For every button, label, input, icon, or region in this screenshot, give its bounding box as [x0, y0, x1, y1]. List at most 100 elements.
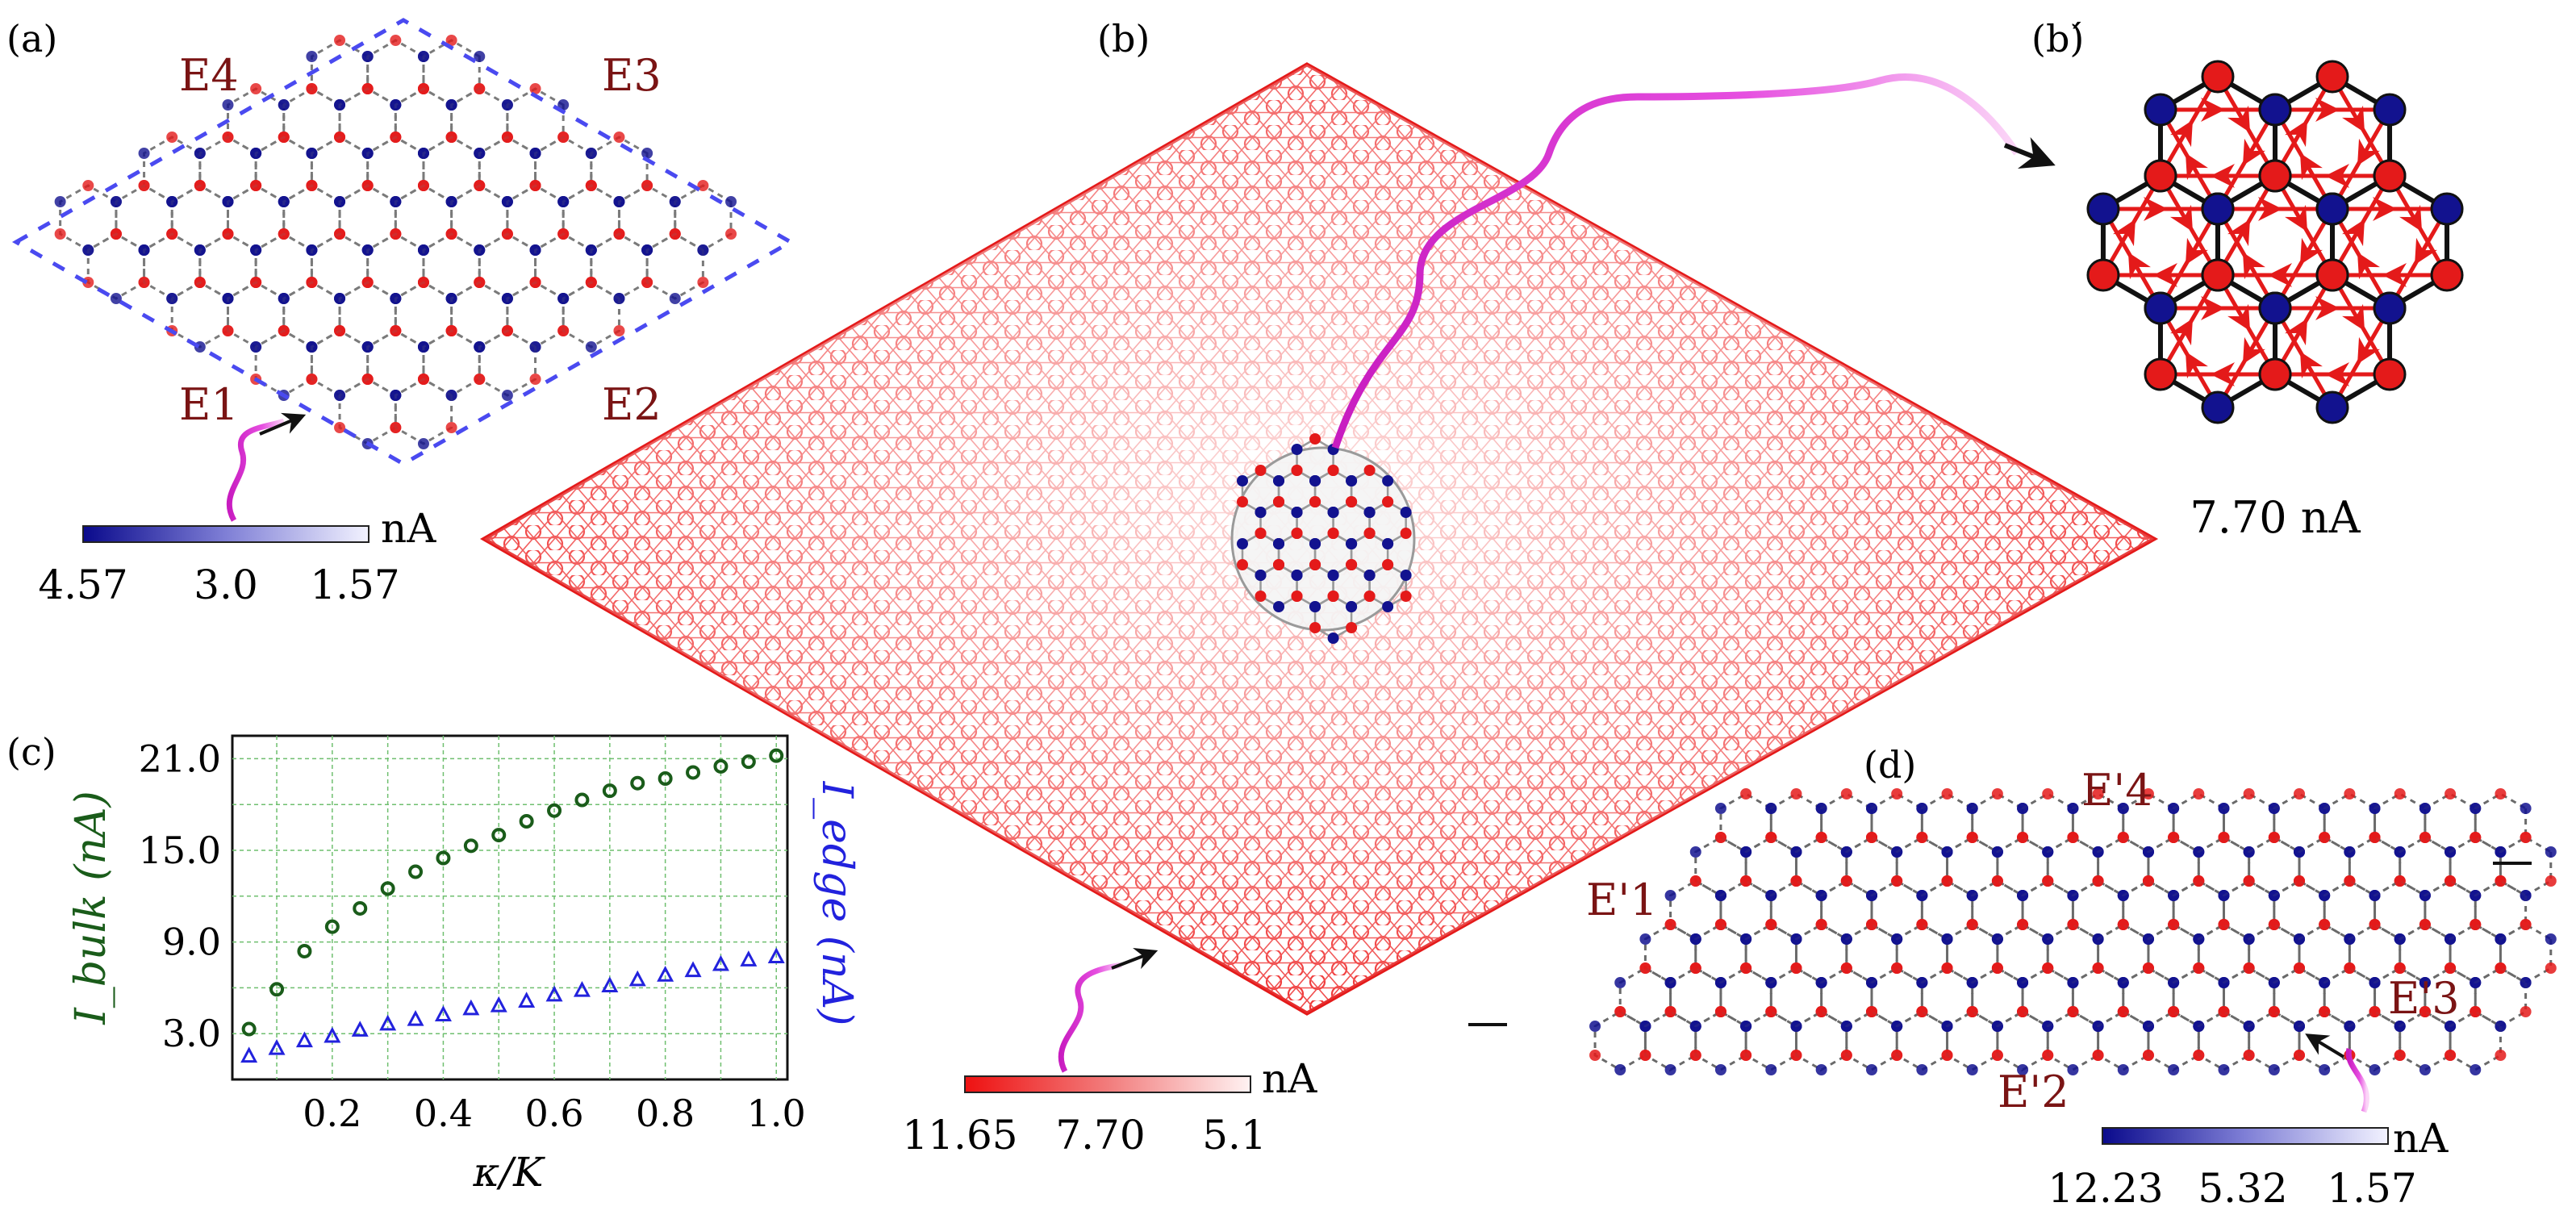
chart-frame	[231, 734, 789, 1081]
lattice-site	[361, 244, 374, 256]
probe-wire-d	[2345, 1048, 2369, 1113]
lattice-site	[361, 148, 374, 159]
lattice-site	[1237, 496, 1248, 507]
lattice-site	[2218, 1064, 2230, 1075]
lattice-site	[1866, 919, 1878, 930]
lattice-site	[2394, 933, 2406, 945]
colorbar-a-unit: nA	[381, 505, 436, 552]
lattice-hexagon	[1744, 836, 1797, 897]
lattice-site	[1941, 1050, 1953, 1061]
lattice-site	[2545, 846, 2557, 858]
lattice-site	[1790, 1021, 1802, 1032]
lattice-site	[2344, 846, 2356, 858]
lattice-site	[390, 228, 402, 240]
lattice-site	[2319, 803, 2331, 814]
lattice-site	[2067, 832, 2079, 843]
zoom-site	[2144, 291, 2177, 325]
lattice-site	[1740, 1050, 1752, 1061]
lattice-site	[1346, 559, 1358, 570]
lattice-site	[2419, 919, 2431, 930]
lattice-site	[2419, 803, 2431, 814]
lattice-site	[1916, 977, 1928, 988]
lattice-site	[2193, 788, 2205, 800]
lattice-site	[278, 228, 290, 240]
lattice-hexagon	[2122, 879, 2175, 941]
lattice-site	[2294, 875, 2306, 887]
lattice-site	[474, 244, 486, 256]
lattice-hexagon	[2097, 1010, 2150, 1071]
lattice-hexagon	[2474, 792, 2528, 854]
lattice-site	[1614, 1064, 1626, 1075]
lattice-site	[2419, 832, 2431, 843]
lattice-site	[1815, 832, 1827, 843]
panel-c-label: (c)	[6, 730, 56, 774]
lattice-site	[2470, 832, 2482, 843]
panel-b-prime: (b)́ 7.70 nA	[2031, 17, 2464, 543]
panel-d: (d) E'4 E'1 E'3 E'2 nA 12.23 5.32 1.57	[1468, 743, 2557, 1212]
lattice-hexagon	[394, 378, 453, 445]
lattice-site	[557, 196, 570, 207]
lattice-site	[1815, 1064, 1827, 1075]
lattice-hexagon	[2147, 923, 2200, 984]
lattice-site	[54, 228, 66, 240]
lattice-hexagon	[366, 232, 425, 300]
data-point-edge	[684, 961, 702, 978]
lattice-site	[2394, 875, 2406, 887]
lattice-site	[1309, 475, 1321, 486]
lattice-site	[1714, 977, 1726, 988]
lattice-site	[2444, 1050, 2457, 1061]
lattice-site	[1790, 788, 1802, 800]
lattice-site	[361, 180, 374, 191]
lattice-site	[2344, 788, 2356, 800]
lattice-site	[1291, 507, 1303, 518]
lattice-site	[2017, 977, 2029, 988]
lattice-hexagon	[450, 184, 509, 252]
lattice-site	[417, 277, 429, 288]
lattice-hexagon	[617, 184, 677, 252]
lattice-site	[1309, 559, 1321, 570]
lattice-site	[1714, 890, 1726, 901]
lattice-site	[1966, 803, 1978, 814]
lattice-site	[445, 390, 457, 401]
lattice-site	[2193, 875, 2205, 887]
lattice-site	[2470, 1006, 2482, 1017]
lattice-hexagon	[226, 281, 286, 349]
lattice-site	[1382, 496, 1394, 507]
lattice-site	[1237, 475, 1248, 486]
lattice-site	[2243, 1021, 2255, 1032]
lattice-site	[585, 277, 597, 288]
lattice-site	[2319, 832, 2331, 843]
lattice-hexagon	[2021, 792, 2074, 854]
lattice-site	[1273, 475, 1285, 486]
lattice-site	[2243, 788, 2255, 800]
lattice-hexagon	[1744, 923, 1797, 984]
lattice-site	[2344, 875, 2356, 887]
lattice-site	[2117, 977, 2129, 988]
lattice-site	[1891, 788, 1903, 800]
x-tick-label: 0.8	[636, 1092, 695, 1135]
lattice-site	[2294, 846, 2306, 858]
lattice-site	[361, 51, 374, 62]
lattice-site	[1966, 1064, 1978, 1075]
lattice-site	[1237, 559, 1248, 570]
lattice-site	[1840, 788, 1852, 800]
lattice-site	[585, 180, 597, 191]
lattice-site	[1689, 962, 1701, 974]
lattice-site	[1291, 570, 1303, 581]
lattice-site	[2017, 803, 2029, 814]
lattice-site	[2117, 919, 2129, 930]
lattice-site	[613, 196, 625, 207]
data-point-bulk	[436, 850, 451, 866]
lattice-site	[278, 325, 290, 336]
lattice-site	[2444, 788, 2457, 800]
lattice-hexagon	[338, 281, 397, 349]
lattice-site	[2042, 933, 2054, 945]
lattice-site	[1327, 633, 1339, 644]
lattice-site	[2168, 1064, 2180, 1075]
lattice-site	[1866, 803, 1878, 814]
data-point-edge	[740, 950, 758, 967]
lattice-site	[557, 325, 570, 336]
lattice-site	[474, 180, 486, 191]
lattice-hexagon	[590, 232, 649, 300]
